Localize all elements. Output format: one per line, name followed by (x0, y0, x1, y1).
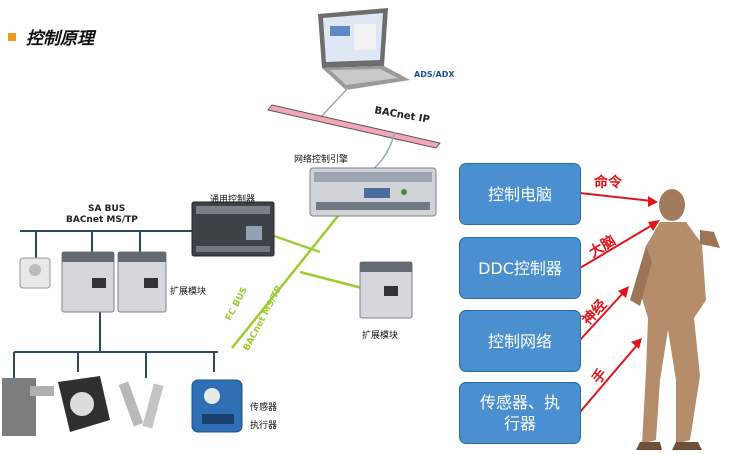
sensor-label: 传感器 (250, 403, 278, 413)
sensor-devices (2, 376, 164, 436)
bacnet-mstp-label: BACnet MS/TP (66, 215, 138, 225)
box-ddc-controller: DDC控制器 (459, 237, 581, 299)
expansion-module-right-label: 扩展模块 (362, 331, 399, 341)
general-controller-label: 通用控制器 (210, 195, 256, 205)
statue-image (630, 189, 720, 450)
actuator-device (191, 379, 243, 433)
slide-title: 控制原理 (26, 29, 94, 49)
wall-sensor-device (19, 257, 51, 289)
title-bullet (8, 33, 16, 41)
general-controller-device (191, 201, 275, 257)
analogy-arrows (579, 192, 660, 413)
engine-label: 网络控制引擎 (294, 155, 349, 165)
label-command: 命令 (594, 175, 622, 191)
expansion-module-right-device (359, 261, 413, 319)
expansion-module-left-label: 扩展模块 (170, 287, 207, 297)
ads-label: ADS/ADX (414, 70, 455, 79)
box-control-computer: 控制电脑 (459, 163, 581, 225)
laptop-icon (318, 8, 410, 90)
actuator-label: 执行器 (250, 421, 278, 431)
box-control-network: 控制网络 (459, 310, 581, 372)
sa-bus-label: SA BUS (88, 204, 126, 214)
box-sensor-actuator: 传感器、执 行器 (459, 382, 581, 444)
expansion-module-left-device (61, 251, 167, 313)
network-engine-device (309, 167, 437, 217)
